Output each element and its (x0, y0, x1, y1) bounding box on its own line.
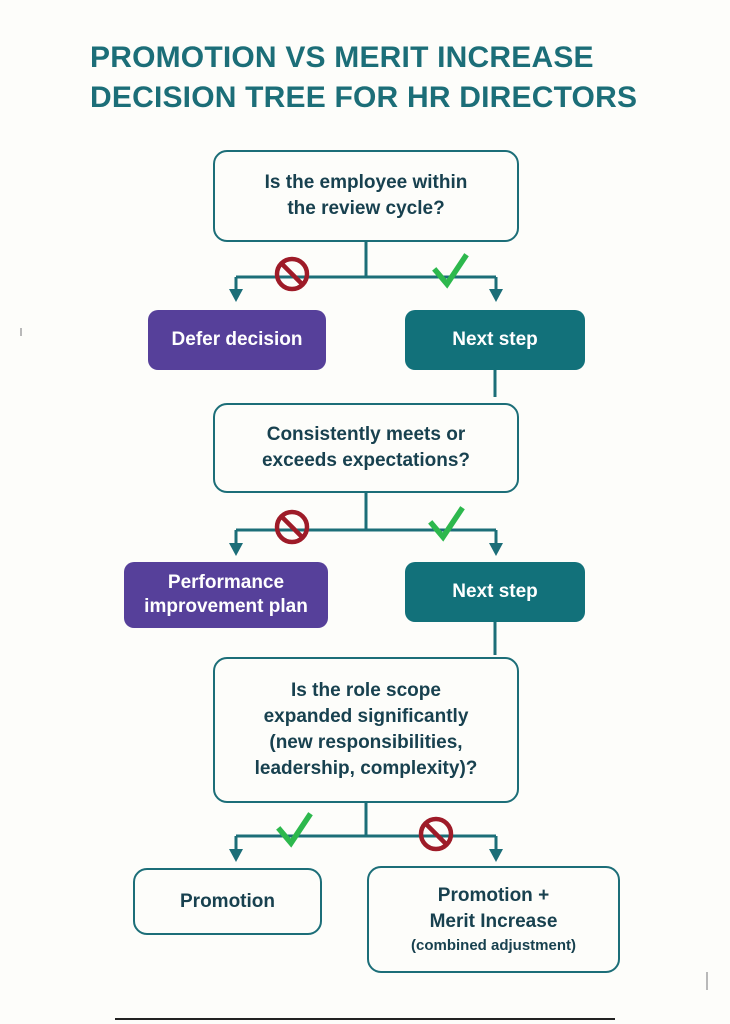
combo-line-1: Promotion + (437, 884, 550, 906)
question-1-text: Is the employee within the review cycle? (255, 170, 478, 222)
next-step-1-label: Next step (452, 329, 538, 350)
title-line-2: DECISION TREE FOR HR DIRECTORS (90, 81, 638, 114)
prohibit-icon (270, 505, 314, 549)
action-box-performance-improvement-plan: Performance improvement plan (124, 562, 328, 628)
pip-text: Performance improvement plan (134, 571, 318, 619)
arrowhead-q3-right (489, 849, 503, 862)
pip-line-1: Performance (167, 572, 285, 593)
next-step-2-label: Next step (452, 581, 538, 602)
question-2-text: Consistently meets or exceeds expectatio… (252, 422, 480, 474)
combo-text: Promotion + Merit Increase (combined adj… (411, 883, 576, 957)
action-box-next-step-2: Next step (405, 562, 585, 622)
stray-mark-right (706, 972, 708, 990)
question-box-role-scope: Is the role scope expanded significantly… (213, 657, 519, 803)
prohibit-icon (414, 812, 458, 856)
question-3-line-2: expanded significantly (263, 706, 469, 727)
question-3-text: Is the role scope expanded significantly… (245, 678, 488, 782)
question-box-meets-expectations: Consistently meets or exceeds expectatio… (213, 403, 519, 493)
question-1-line-1: Is the employee within (264, 172, 468, 193)
question-2-line-2: exceeds expectations? (261, 450, 471, 471)
action-box-defer-decision: Defer decision (148, 310, 326, 370)
question-2-line-1: Consistently meets or (266, 424, 466, 445)
promotion-label: Promotion (180, 890, 275, 912)
prohibit-icon (270, 252, 314, 296)
question-box-review-cycle: Is the employee within the review cycle? (213, 150, 519, 242)
combo-subtext: (combined adjustment) (410, 936, 576, 954)
page-title: PROMOTION VS MERIT INCREASE DECISION TRE… (90, 38, 670, 118)
arrowhead-q3-left (229, 849, 243, 862)
check-icon (424, 502, 468, 546)
check-icon (428, 249, 472, 293)
check-icon (272, 808, 316, 852)
arrowhead-q2-left (229, 543, 243, 556)
outcome-box-promotion-plus-merit: Promotion + Merit Increase (combined adj… (367, 866, 620, 973)
arrowhead-q1-left (229, 289, 243, 302)
question-3-line-4: leadership, complexity)? (254, 758, 478, 779)
question-3-line-1: Is the role scope (291, 680, 441, 701)
arrowhead-q1-right (489, 289, 503, 302)
footer-divider (115, 1018, 615, 1020)
stray-mark-left (20, 328, 22, 336)
arrowhead-q2-right (489, 543, 503, 556)
combo-line-2: Merit Increase (429, 910, 558, 932)
defer-decision-label: Defer decision (171, 329, 303, 350)
question-1-line-2: the review cycle? (287, 198, 445, 219)
question-3-line-3: (new responsibilities, (269, 732, 463, 753)
outcome-box-promotion: Promotion (133, 868, 322, 935)
title-line-1: PROMOTION VS MERIT INCREASE (90, 41, 594, 74)
action-box-next-step-1: Next step (405, 310, 585, 370)
pip-line-2: improvement plan (144, 596, 308, 617)
